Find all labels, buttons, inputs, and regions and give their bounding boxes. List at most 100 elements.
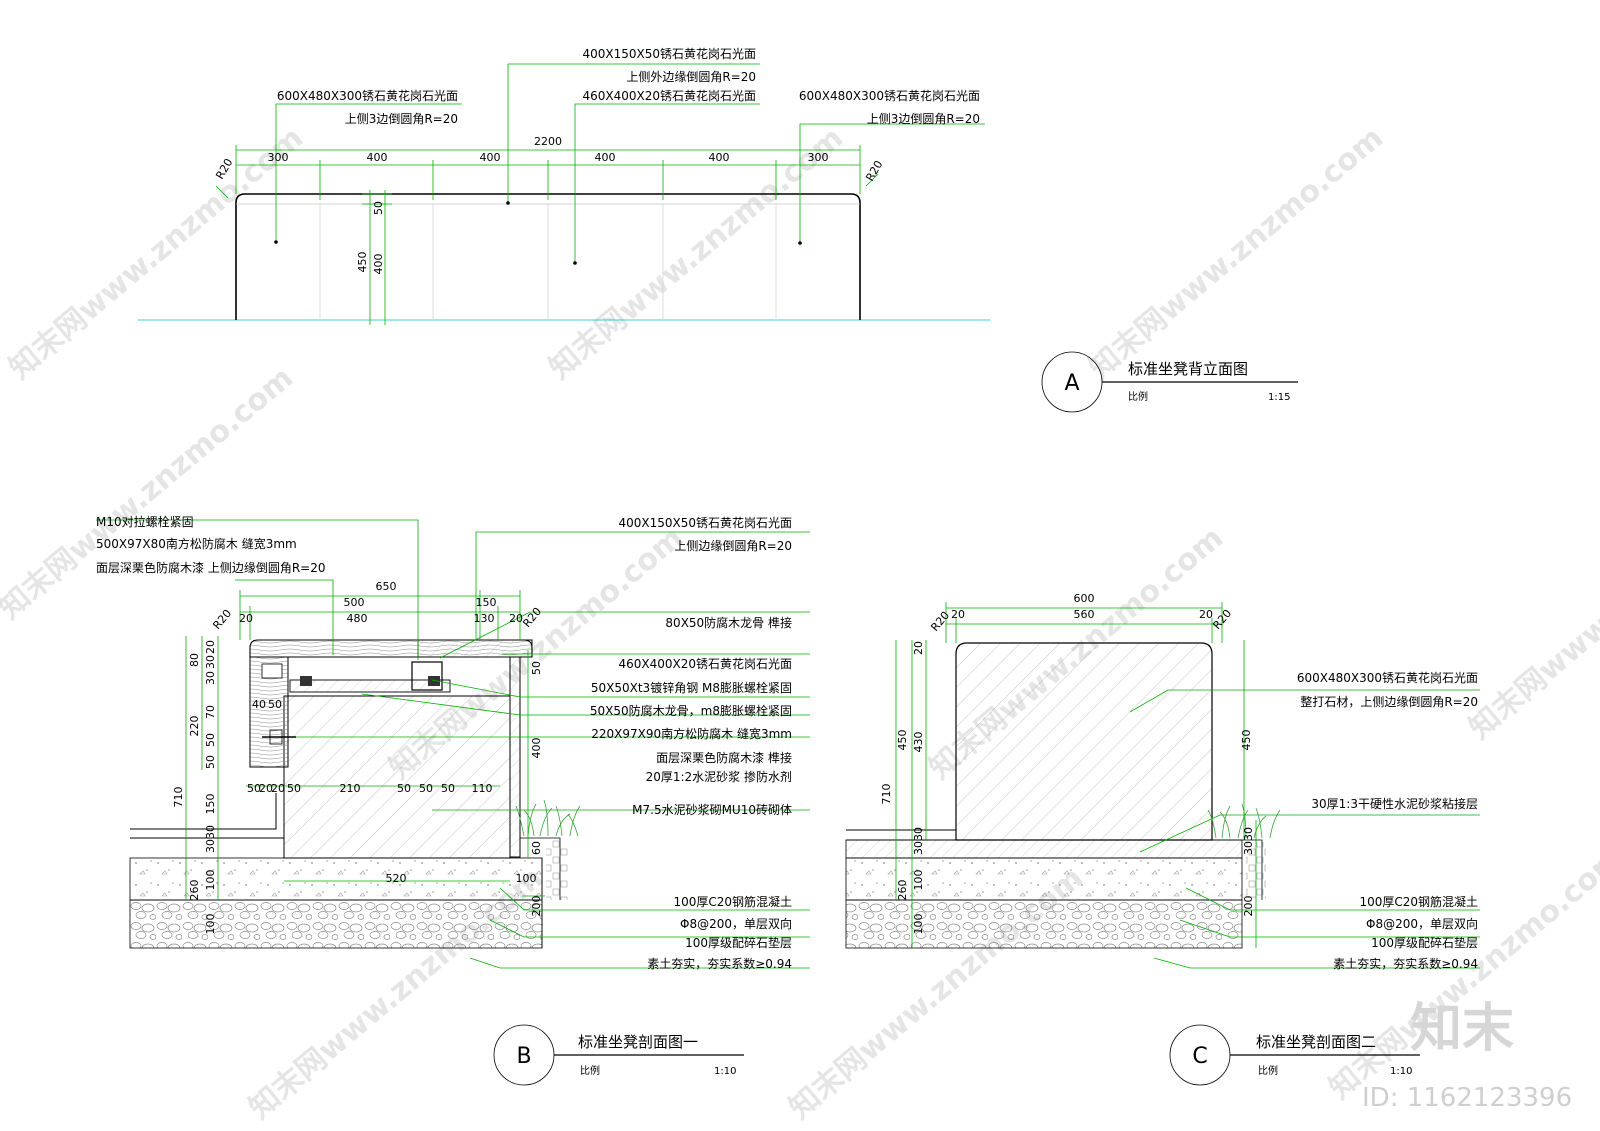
callout-text: 600X480X300锈石黄花岗石光面 xyxy=(1297,670,1478,685)
dim-bottom: 50 xyxy=(247,782,261,795)
callout-text: 素土夯实，夯实系数≥0.94 xyxy=(1333,956,1478,971)
title-block-c: C 标准坐凳剖面图二 比例 1:10 xyxy=(1169,1024,1420,1086)
bolt-head xyxy=(300,676,312,686)
callout-text: 素土夯实，夯实系数≥0.94 xyxy=(647,956,792,971)
callout-text: M7.5水泥砂浆砌MU10砖砌体 xyxy=(632,802,792,817)
callout-text: Φ8@200，单层双向 xyxy=(680,916,792,931)
gravel-layer xyxy=(845,899,1243,949)
dim-right: 50 xyxy=(530,661,543,675)
callout-text: 100厚C20钢筋混凝土 xyxy=(1359,894,1478,909)
dim-seg: 300 xyxy=(808,151,829,164)
dim-w500: 500 xyxy=(344,596,365,609)
ground-edge-left xyxy=(846,829,956,841)
callout-text: 30厚1:3干硬性水泥砂浆粘接层 xyxy=(1311,796,1478,811)
dim-stack: 70 xyxy=(204,705,217,719)
callout-text: 400X150X50锈石黄花岗石光面 xyxy=(618,515,792,530)
title-letter: A xyxy=(1064,371,1079,396)
dim-bottom: 50 xyxy=(287,782,301,795)
dim-right: 400 xyxy=(530,738,543,759)
dim-vertical: 450 xyxy=(356,252,369,273)
dim-stack: 50 xyxy=(204,733,217,747)
dim-w480: 480 xyxy=(347,612,368,625)
callout-text: 100厚级配碎石垫层 xyxy=(685,935,792,950)
angle-steel xyxy=(411,661,443,691)
scale-value: 1:10 xyxy=(714,1066,736,1077)
dim-stack: 30 xyxy=(912,827,925,841)
dim-stack: 100 xyxy=(204,870,217,891)
dim-seg: 400 xyxy=(595,151,616,164)
title-block-a: A 标准坐凳背立面图 比例 1:15 xyxy=(1041,351,1298,413)
leader-dots-a xyxy=(274,201,802,265)
callout-text: M10对拉螺栓紧固 xyxy=(96,514,194,529)
dim-radius: R20 xyxy=(928,609,952,634)
callout-text: 100厚C20钢筋混凝土 xyxy=(673,894,792,909)
mortar-layer xyxy=(845,839,1243,859)
dim-stack: 30 xyxy=(204,655,217,669)
watermark-text: 知末网www.znzmo.com xyxy=(1463,480,1600,746)
dim-w20: 20 xyxy=(1199,608,1213,621)
dim-bottom: 210 xyxy=(340,782,361,795)
dim-vertical: 710 xyxy=(880,784,893,805)
dim-v200: 200 xyxy=(530,896,543,917)
callout-text: 220X97X90南方松防腐木 缝宽3mm xyxy=(591,726,792,741)
dim-bottom: 20 xyxy=(259,782,273,795)
wood-keel xyxy=(289,679,451,693)
callout-text: 500X97X80南方松防腐木 缝宽3mm xyxy=(96,536,297,551)
dim-stack: 100 xyxy=(912,914,925,935)
title-letter: C xyxy=(1192,1044,1207,1069)
dim-stack: 50 xyxy=(204,755,217,769)
dim-small: 50 xyxy=(268,698,282,711)
dim-vertical: 20 xyxy=(912,641,925,655)
dim-bottom: 110 xyxy=(472,782,493,795)
dim-w20: 20 xyxy=(951,608,965,621)
dim-w650: 650 xyxy=(376,580,397,593)
stone-block xyxy=(955,642,1213,841)
callout-text: 400X150X50锈石黄花岗石光面 xyxy=(582,46,756,61)
callout-text: 整打石材，上侧边缘倒圆角R=20 xyxy=(1300,694,1478,709)
watermark-text: 知末网www.znzmo.com xyxy=(1083,120,1390,386)
dim-radius: R20 xyxy=(210,607,234,632)
scale-value: 1:10 xyxy=(1390,1066,1412,1077)
dim-stack: 30 xyxy=(204,825,217,839)
mortar-left xyxy=(130,793,277,830)
dim-stack: 80 xyxy=(188,653,201,667)
dim-vertical: 430 xyxy=(912,732,925,753)
dim-w130: 130 xyxy=(474,612,495,625)
watermark-text: 知末网www.znzmo.com xyxy=(1323,840,1600,1106)
callout-text: 600X480X300锈石黄花岗石光面 xyxy=(799,88,980,103)
dim-seg: 300 xyxy=(268,151,289,164)
dim-w560: 560 xyxy=(1074,608,1095,621)
panel-divisions xyxy=(319,204,777,320)
dim-w520: 520 xyxy=(386,872,407,885)
dim-bottom: 20 xyxy=(271,782,285,795)
dim-right: 60 xyxy=(530,841,543,855)
drawing-title: 标准坐凳剖面图二 xyxy=(1256,1033,1376,1051)
dim-vertical: 450 xyxy=(896,730,909,751)
dim-total: 220 xyxy=(188,716,201,737)
bolt-washer xyxy=(269,729,283,745)
dimension-lines-a xyxy=(215,63,985,325)
dim-stack: 30 xyxy=(1242,827,1255,841)
callout-text: 600X480X300锈石黄花岗石光面 xyxy=(277,88,458,103)
callout-text: 上侧边缘倒圆角R=20 xyxy=(674,539,792,553)
brand-watermark: 知末 ID: 1162123396 xyxy=(1362,999,1572,1113)
scale-label: 比例 xyxy=(1258,1064,1278,1077)
scale-label: 比例 xyxy=(1128,390,1148,403)
callout-text: 50X50防腐木龙骨，m8膨胀螺栓紧固 xyxy=(590,703,792,718)
dim-overall: 2200 xyxy=(534,135,562,148)
dim-stack: 20 xyxy=(204,640,217,654)
scale-label: 比例 xyxy=(580,1064,600,1077)
dim-bottom: 50 xyxy=(419,782,433,795)
gravel-layer xyxy=(129,899,543,949)
dim-radius: R20 xyxy=(1210,607,1234,632)
drawing-title: 标准坐凳背立面图 xyxy=(1128,360,1248,378)
callout-text: 460X400X20锈石黄花岗石光面 xyxy=(582,88,756,103)
brand-logo: 知末 xyxy=(1410,999,1514,1059)
wood-notch xyxy=(261,663,283,679)
callout-text: 面层深栗色防腐木漆 上侧边缘倒圆角R=20 xyxy=(96,560,325,575)
dim-seg: 400 xyxy=(709,151,730,164)
watermark-text: 知末网www.znzmo.com xyxy=(0,360,300,626)
dim-stack: 30 xyxy=(204,671,217,685)
dim-stack: 100 xyxy=(912,870,925,891)
